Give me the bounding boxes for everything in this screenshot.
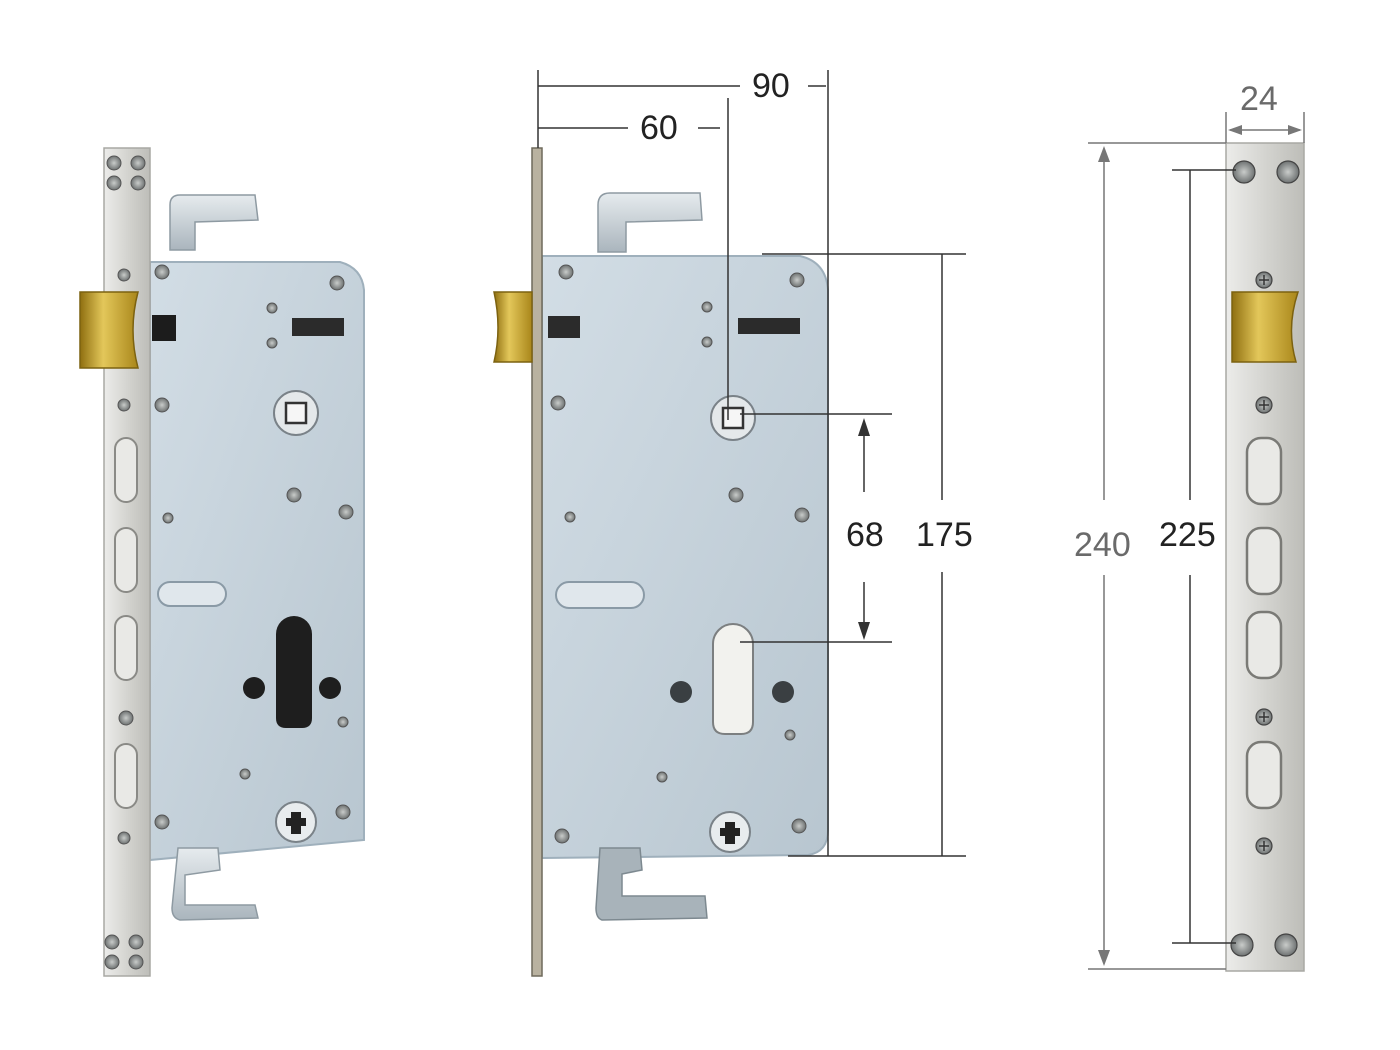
dimension-240	[1088, 142, 1226, 970]
faceplate-screws	[1230, 160, 1300, 957]
faceplate-slot	[114, 437, 138, 503]
square-window	[152, 315, 176, 341]
brass-latch	[79, 291, 139, 369]
dimension-68-label: 68	[846, 516, 884, 554]
dimension-24	[1225, 112, 1305, 143]
faceplate-slot	[1245, 740, 1283, 810]
square-window	[548, 316, 580, 338]
keyhole-icon	[720, 822, 740, 844]
cylinder-hole-icon	[712, 622, 754, 735]
spindle-square-icon	[284, 401, 308, 425]
dimension-68	[740, 413, 892, 643]
screw-cross-icons	[1259, 275, 1269, 851]
hole	[319, 677, 341, 699]
hole	[243, 677, 265, 699]
dimension-60-label: 60	[640, 109, 678, 147]
faceplate-slot	[114, 743, 138, 809]
faceplate-slot	[114, 527, 138, 593]
faceplate-slot	[1245, 436, 1283, 506]
body-slot	[555, 581, 645, 609]
dimension-175	[762, 253, 966, 857]
middle-lock-view: 90 60 68 175	[493, 67, 973, 977]
brass-latch	[493, 291, 533, 363]
body-rivets	[154, 264, 354, 830]
dimension-90	[537, 70, 829, 856]
hole	[772, 681, 794, 703]
faceplate-slot	[1245, 610, 1283, 680]
dimension-60	[538, 98, 729, 420]
faceplate-slot	[1245, 526, 1283, 596]
right-faceplate-view: 24 240 225	[1074, 80, 1305, 972]
faceplate-screws	[104, 155, 146, 970]
indicator-strip	[738, 318, 800, 334]
dimension-24-label: 24	[1240, 80, 1278, 118]
faceplate-slot	[114, 615, 138, 681]
hole	[670, 681, 692, 703]
dimension-175-label: 175	[916, 516, 973, 554]
top-latch-hook	[597, 192, 703, 253]
lock-body-plate	[541, 255, 829, 860]
dimension-90-label: 90	[752, 67, 790, 105]
bottom-latch-hook	[171, 847, 259, 921]
indicator-strip	[292, 318, 344, 336]
spindle-square-icon	[721, 406, 745, 430]
lock-body-plate	[149, 261, 365, 862]
dimension-225	[1172, 169, 1236, 944]
dimension-225-label: 225	[1159, 516, 1216, 554]
keyhole-icon	[286, 812, 306, 834]
brass-latch	[1231, 291, 1300, 363]
left-lock-view	[79, 147, 365, 977]
dimension-240-label: 240	[1074, 526, 1131, 564]
body-slot	[157, 581, 227, 607]
top-latch-hook	[169, 194, 259, 251]
body-rivets	[550, 264, 810, 844]
cylinder-hole-icon	[276, 616, 312, 728]
bottom-latch-hook	[595, 847, 708, 921]
faceplate-edge	[531, 147, 543, 977]
